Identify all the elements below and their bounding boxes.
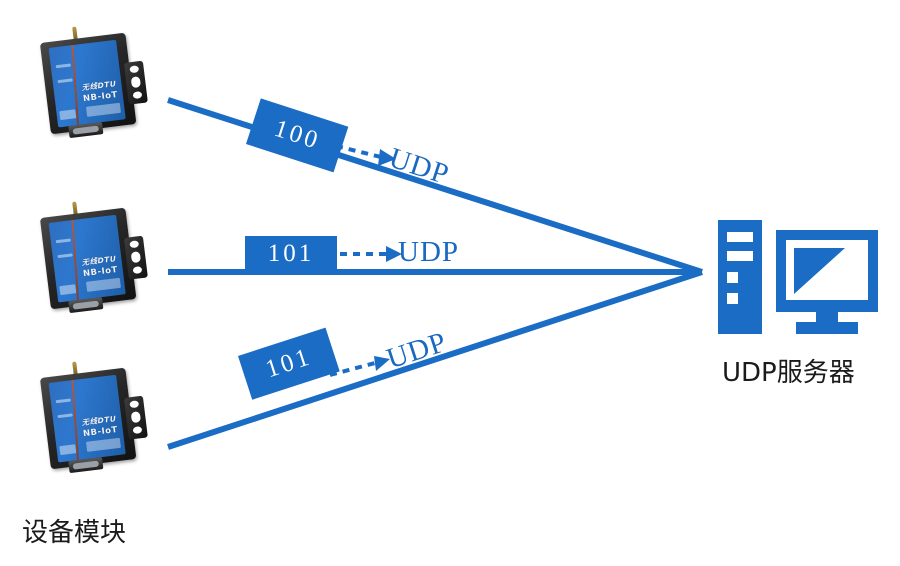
device-faceplate: 无线DTU NB-IoT bbox=[48, 39, 126, 128]
packet-box-middle: 101 bbox=[245, 236, 337, 271]
arrowhead-bottom bbox=[374, 356, 390, 371]
mounting-bracket bbox=[123, 235, 148, 280]
dtu-module-2[interactable]: 无线DTU NB-IoT bbox=[33, 198, 151, 316]
device-faceplate: 无线DTU NB-IoT bbox=[48, 374, 126, 463]
protocol-label-middle: UDP bbox=[398, 236, 460, 268]
server-computer-icon[interactable] bbox=[712, 218, 884, 336]
server-caption: UDP服务器 bbox=[722, 358, 855, 388]
device-faceplate: 无线DTU NB-IoT bbox=[48, 214, 126, 303]
mounting-bracket bbox=[123, 60, 148, 105]
arrowhead-top bbox=[378, 149, 396, 166]
mounting-bracket bbox=[123, 395, 148, 440]
db9-connector bbox=[68, 457, 104, 474]
dtu-module-1[interactable]: 无线DTU NB-IoT bbox=[33, 23, 151, 141]
arrowhead-middle bbox=[386, 246, 402, 262]
db9-connector bbox=[68, 122, 104, 139]
dtu-module-3[interactable]: 无线DTU NB-IoT bbox=[33, 358, 151, 476]
devices-caption: 设备模块 bbox=[22, 518, 127, 548]
db9-connector bbox=[68, 297, 104, 314]
line-bottom bbox=[167, 269, 703, 450]
